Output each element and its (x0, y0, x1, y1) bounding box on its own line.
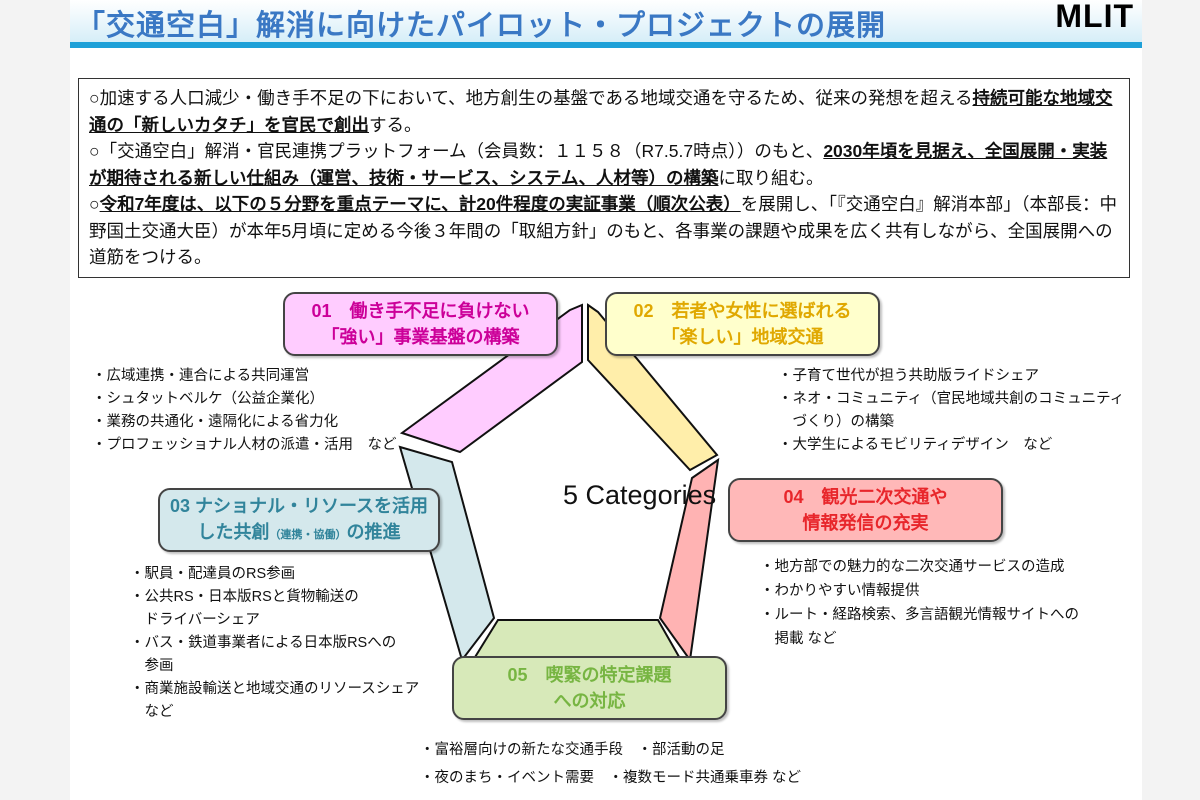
category-02-items: ・子育て世代が担う共助版ライドシェア ・ネオ・コミュニティ（官民地域共創のコミュ… (778, 365, 1124, 457)
list-item: ・ネオ・コミュニティ（官民地域共創のコミュニティ (778, 391, 1125, 407)
list-item: ・プロフェッショナル人材の派遣・活用 など (92, 437, 397, 453)
mlit-logo: MLIT (1055, 0, 1134, 34)
category-04-title: 04 観光二次交通や (783, 487, 948, 507)
list-item: ・駅員・配達員のRS参画 (130, 566, 296, 582)
slide: 「交通空白」解消に向けたパイロット・プロジェクトの展開 MLIT ○加速する人口… (70, 0, 1142, 800)
category-02-box: 02 若者や女性に選ばれる 「楽しい」地域交通 (605, 292, 880, 356)
category-05-items: ・富裕層向けの新たな交通手段 ・部活動の足 ・夜のまち・イベント需要 ・複数モー… (420, 736, 801, 792)
category-01-subtitle: 「強い」事業基盤の構築 (321, 327, 520, 347)
category-02-title: 02 若者や女性に選ばれる (633, 301, 852, 321)
category-03-title: 03 ナショナル・リソースを活用 (169, 495, 429, 516)
category-01-title: 01 働き手不足に負けない (311, 301, 530, 321)
category-03-box: 03 ナショナル・リソースを活用 した共創（連携・協働）の推進 (158, 488, 440, 552)
list-item: ・商業施設輸送と地域交通のリソースシェア (130, 681, 420, 697)
category-04-box: 04 観光二次交通や 情報発信の充実 (728, 478, 1003, 542)
list-item: ・わかりやすい情報提供 (760, 583, 920, 599)
list-item: ・広域連携・連合による共同運営 (92, 368, 310, 384)
segment-04 (658, 457, 720, 663)
header-divider (70, 42, 1142, 48)
category-05-subtitle: への対応 (553, 691, 626, 711)
list-item: ・ルート・経路検索、多言語観光情報サイトへの (760, 607, 1079, 623)
category-01-box: 01 働き手不足に負けない 「強い」事業基盤の構築 (283, 292, 558, 356)
intro-paragraph-1: ○加速する人口減少・働き手不足の下において、地方創生の基盤である地域交通を守るた… (89, 88, 1113, 135)
category-05-title: 05 喫緊の特定課題 (507, 665, 672, 685)
category-04-subtitle: 情報発信の充実 (802, 513, 929, 533)
list-item: ・バス・鉄道事業者による日本版RSへの (130, 635, 397, 651)
category-01-items: ・広域連携・連合による共同運営 ・シュタットベルケ（公益企業化） ・業務の共通化… (92, 365, 397, 457)
list-item: 参画 (130, 658, 174, 674)
category-05-box: 05 喫緊の特定課題 への対応 (452, 656, 727, 720)
center-label: 5 Categories (563, 480, 717, 510)
list-item: ・シュタットベルケ（公益企業化） (92, 391, 324, 407)
list-item: ・夜のまち・イベント需要 ・複数モード共通乗車券 など (420, 770, 802, 786)
category-04-items: ・地方部での魅力的な二次交通サービスの造成 ・わかりやすい情報提供 ・ルート・経… (760, 555, 1079, 651)
list-item: ・大学生によるモビリティデザイン など (778, 437, 1053, 453)
intro-paragraph-2: ○「交通空白」解消・官民連携プラットフォーム（会員数：１１５８（R7.5.7時点… (89, 141, 1108, 188)
intro-box: ○加速する人口減少・働き手不足の下において、地方創生の基盤である地域交通を守るた… (78, 78, 1130, 278)
list-item: など (130, 704, 174, 720)
list-item: ・地方部での魅力的な二次交通サービスの造成 (760, 559, 1065, 575)
category-02-subtitle: 「楽しい」地域交通 (661, 327, 824, 347)
page-title: 「交通空白」解消に向けたパイロット・プロジェクトの展開 (76, 10, 887, 42)
list-item: ・業務の共通化・遠隔化による省力化 (92, 414, 339, 430)
intro-paragraph-3: ○令和7年度は、以下の５分野を重点テーマに、計20件程度の実証事業（順次公表）を… (89, 194, 1117, 267)
list-item: 掲載 など (760, 631, 837, 647)
list-item: ドライバーシェア (130, 612, 260, 628)
list-item: ・子育て世代が担う共助版ライドシェア (778, 368, 1039, 384)
header-band: 「交通空白」解消に向けたパイロット・プロジェクトの展開 MLIT (70, 0, 1142, 42)
list-item: ・富裕層向けの新たな交通手段 ・部活動の足 (420, 742, 725, 758)
category-03-items: ・駅員・配達員のRS参画 ・公共RS・日本版RSと貨物輸送の ドライバーシェア … (130, 563, 419, 724)
list-item: づくり）の構築 (778, 414, 894, 430)
list-item: ・公共RS・日本版RSと貨物輸送の (130, 589, 359, 605)
category-03-subtitle: した共創（連携・協働）の推進 (197, 521, 401, 542)
